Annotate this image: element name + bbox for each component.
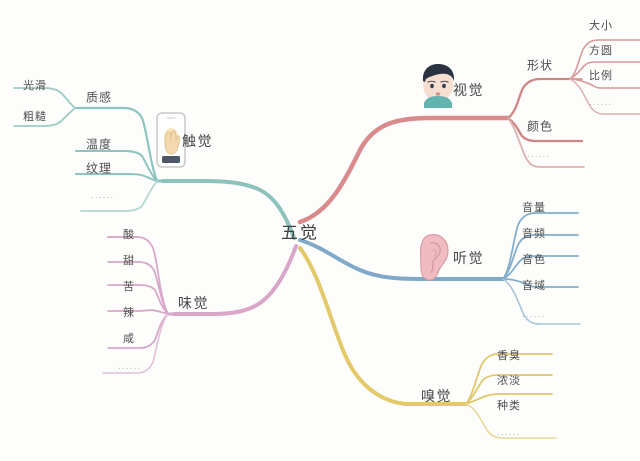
smell-child-2 xyxy=(465,374,553,405)
node-label-vision-more[interactable]: ...... xyxy=(527,150,551,160)
vision-shape-child-1 xyxy=(569,39,640,80)
taste-trunk xyxy=(172,244,298,316)
node-label-hearing[interactable]: 听觉 xyxy=(453,251,484,267)
vision-shape-child-4 xyxy=(569,78,640,115)
node-label-smell-more[interactable]: ...... xyxy=(497,428,521,438)
touch-child-texture xyxy=(73,106,159,183)
node-label-salty[interactable]: 咸 xyxy=(123,332,135,345)
node-label-spicy[interactable]: 辣 xyxy=(123,306,135,319)
hearing-child-5 xyxy=(502,278,581,325)
node-label-smooth[interactable]: 光滑 xyxy=(23,79,47,92)
node-label-squareness[interactable]: 方圆 xyxy=(589,44,613,57)
taste-child-6 xyxy=(102,313,169,374)
node-label-frequency[interactable]: 音频 xyxy=(522,227,546,240)
taste-child-4 xyxy=(107,309,169,315)
taste-child-5 xyxy=(107,313,169,349)
branch-touch xyxy=(13,87,296,240)
touch-texture-child-2 xyxy=(13,107,76,127)
vision-trunk xyxy=(297,115,511,225)
smell-child-1 xyxy=(465,353,553,405)
node-label-sweet[interactable]: 甜 xyxy=(123,254,135,267)
node-label-volume[interactable]: 音量 xyxy=(522,201,546,214)
hearing-child-2 xyxy=(502,234,579,280)
hearing-trunk xyxy=(298,238,505,281)
taste-child-1 xyxy=(107,236,169,315)
vision-shape-child-3 xyxy=(569,78,640,89)
node-label-color[interactable]: 颜色 xyxy=(527,119,554,134)
touch-child-pattern xyxy=(75,173,158,182)
touch-child-dots xyxy=(80,180,158,212)
branch-vision xyxy=(297,39,640,225)
vision-color-branch xyxy=(506,116,584,143)
node-label-fragrance[interactable]: 香臭 xyxy=(497,349,521,362)
taste-child-3 xyxy=(107,284,169,315)
node-label-texture-quality[interactable]: 质感 xyxy=(86,90,113,105)
hearing-child-4 xyxy=(502,278,579,288)
touch-texture-child-1 xyxy=(13,87,76,109)
node-label-bitter[interactable]: 苦 xyxy=(123,280,135,293)
node-label-hearing-more[interactable]: ...... xyxy=(522,310,546,320)
node-label-touch[interactable]: 触觉 xyxy=(182,134,213,150)
node-label-pattern[interactable]: 纹理 xyxy=(86,161,113,176)
smell-child-3 xyxy=(465,393,553,405)
phone-hand-icon xyxy=(156,112,186,168)
node-label-temperature[interactable]: 温度 xyxy=(86,137,113,152)
node-label-sour[interactable]: 酸 xyxy=(123,228,135,241)
node-label-smell[interactable]: 嗅觉 xyxy=(421,389,452,405)
smell-trunk xyxy=(298,246,468,406)
node-label-shape-more[interactable]: ...... xyxy=(589,98,613,108)
ear-icon xyxy=(419,234,449,281)
node-label-timbre[interactable]: 音色 xyxy=(522,253,546,266)
branch-smell xyxy=(298,246,557,439)
hearing-child-3 xyxy=(502,255,579,280)
face-icon xyxy=(422,64,455,108)
branch-taste xyxy=(102,236,298,374)
smell-child-4 xyxy=(465,403,557,439)
touch-trunk xyxy=(161,179,296,240)
branch-hearing xyxy=(298,212,581,325)
node-label-size[interactable]: 大小 xyxy=(589,19,613,32)
node-label-proportion[interactable]: 比例 xyxy=(589,69,613,82)
node-label-vision[interactable]: 视觉 xyxy=(453,83,484,99)
vision-dots-branch xyxy=(507,117,585,168)
center-node-label[interactable]: 五觉 xyxy=(281,223,319,244)
node-label-touch-more[interactable]: ...... xyxy=(91,191,115,201)
touch-child-temperature xyxy=(75,150,158,182)
node-label-intensity[interactable]: 浓淡 xyxy=(497,374,521,387)
node-label-shape[interactable]: 形状 xyxy=(527,58,554,73)
hearing-child-1 xyxy=(502,212,579,280)
node-label-rough[interactable]: 粗糙 xyxy=(23,110,47,123)
node-label-kind[interactable]: 种类 xyxy=(497,399,521,412)
node-label-taste[interactable]: 味觉 xyxy=(178,296,209,312)
vision-shape-branch xyxy=(506,77,572,120)
node-label-taste-more[interactable]: ...... xyxy=(118,362,142,372)
taste-child-2 xyxy=(107,261,169,315)
node-label-range[interactable]: 音域 xyxy=(522,279,546,292)
vision-shape-child-2 xyxy=(569,61,640,80)
